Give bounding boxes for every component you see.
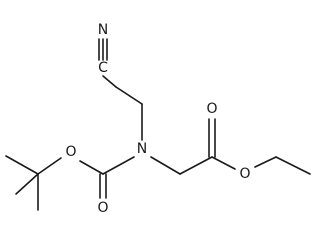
- bond-tbu-me-left: [5, 155, 39, 175]
- atom-amine-n: N: [137, 141, 147, 157]
- atom-ester-o-carbonyl: O: [206, 101, 217, 117]
- atom-nitrile-c: C: [98, 60, 108, 76]
- nitrile-triple-bond: [98, 38, 108, 61]
- bond-n-ch2-glycine: [150, 156, 181, 175]
- bond-o-tbu: [37, 157, 62, 175]
- bond-n-carbamate-c: [102, 156, 135, 175]
- bond-tbu-me-right: [15, 173, 39, 195]
- ester-carbonyl-double-bond: [208, 118, 216, 158]
- structure-canvas: N C N O O O O: [5, 22, 311, 216]
- atom-carbamate-o-carbonyl: O: [97, 200, 108, 216]
- atom-ester-o-ether: O: [239, 166, 250, 182]
- bond-carbamate-c-o: [79, 160, 104, 175]
- bond-ch2-ester-c: [179, 156, 213, 175]
- bond-ester-c-o: [211, 156, 236, 170]
- bond-ethyl-ch2-ch3: [275, 156, 311, 175]
- bond-ch2-ch2: [115, 86, 143, 105]
- bond-nitrile-c-ch2: [102, 75, 117, 88]
- atom-nitrile-n: N: [98, 22, 108, 38]
- chemical-structure: N C N O O O O: [5, 22, 311, 216]
- bond-o-ethyl-ch2: [254, 156, 277, 168]
- atom-carbamate-o-ether: O: [65, 144, 76, 160]
- carbamate-carbonyl-double-bond: [99, 173, 107, 199]
